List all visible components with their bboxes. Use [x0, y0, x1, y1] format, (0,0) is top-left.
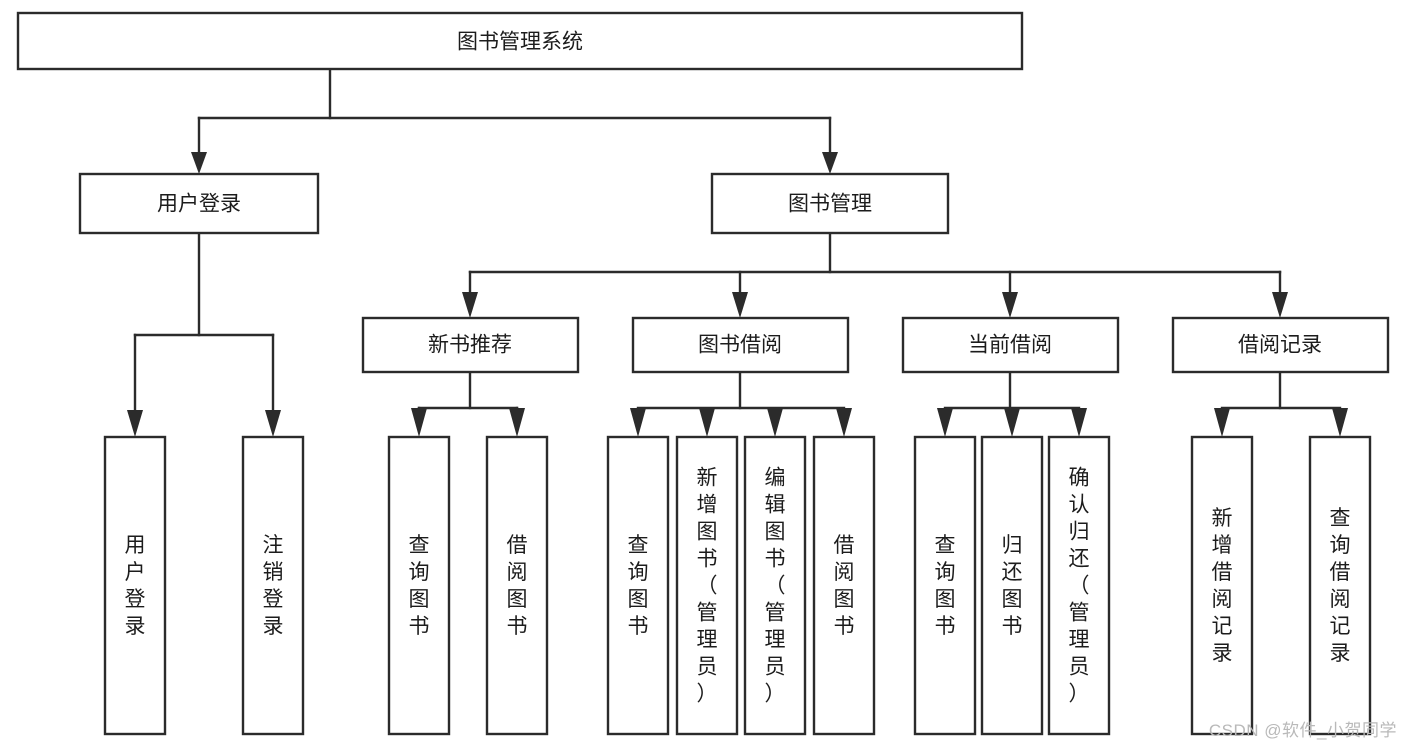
node-leaf-query-book-1[interactable]: 查询图书 — [387, 435, 451, 736]
node-leaf-user-login-label: 用户登录 — [125, 534, 146, 638]
node-root-label: 图书管理系统 — [457, 31, 583, 54]
node-book-manage-label: 图书管理 — [788, 193, 872, 216]
node-leaf-add-record[interactable]: 新增借阅记录 — [1190, 435, 1254, 736]
connector-group-current-borrow — [937, 370, 1087, 437]
node-leaf-query-record-label: 查询借阅记录 — [1330, 507, 1351, 665]
connector-group-book-borrow — [630, 370, 852, 437]
node-leaf-add-book-box[interactable] — [675, 435, 739, 736]
node-book-borrow-box[interactable] — [631, 316, 850, 374]
node-new-book-rec[interactable]: 新书推荐 — [361, 316, 580, 374]
node-book-borrow[interactable]: 图书借阅 — [631, 316, 850, 374]
leaf-node-layer: 用户登录 注销登录 查询图书 借阅图书 查询图书 新增图书（管理员） 编辑图书（管理员） 借阅… — [103, 435, 1372, 736]
node-current-borrow-box[interactable] — [901, 316, 1120, 374]
node-leaf-query-book-3-box[interactable] — [913, 435, 977, 736]
node-new-book-rec-box[interactable] — [361, 316, 580, 374]
arrow-head-leaf-add-book — [699, 408, 715, 437]
node-root-box[interactable] — [16, 11, 1024, 71]
node-leaf-borrow-book-1-label: 借阅图书 — [507, 534, 528, 638]
arrow-head-leaf-query-book-3 — [937, 408, 953, 437]
connector-group-root — [191, 67, 838, 174]
node-leaf-query-book-3[interactable]: 查询图书 — [913, 435, 977, 736]
node-leaf-add-record-label: 新增借阅记录 — [1212, 507, 1233, 665]
connector-group-borrow-record — [1214, 370, 1348, 437]
node-user-login-label: 用户登录 — [157, 193, 241, 216]
node-new-book-rec-label: 新书推荐 — [428, 334, 512, 357]
node-leaf-return-book[interactable]: 归还图书 — [980, 435, 1044, 736]
node-leaf-query-book-2-label: 查询图书 — [628, 534, 649, 638]
node-leaf-user-logout[interactable]: 注销登录 — [241, 435, 305, 736]
node-leaf-query-book-3-label: 查询图书 — [935, 534, 956, 638]
arrow-head-leaf-query-book-1 — [411, 408, 427, 437]
node-current-borrow[interactable]: 当前借阅 — [901, 316, 1120, 374]
node-leaf-user-logout-label: 注销登录 — [263, 534, 284, 638]
arrow-head-leaf-confirm-return — [1071, 408, 1087, 437]
arrow-head-book-borrow — [732, 292, 748, 318]
node-user-login[interactable]: 用户登录 — [78, 172, 320, 235]
node-leaf-borrow-book-2[interactable]: 借阅图书 — [812, 435, 876, 736]
node-book-manage-box[interactable] — [710, 172, 950, 235]
arrow-head-book-manage — [822, 152, 838, 174]
arrow-head-leaf-user-login — [127, 410, 143, 437]
connector-group-new-book-rec — [411, 370, 525, 437]
node-leaf-query-book-1-label: 查询图书 — [409, 534, 430, 638]
node-leaf-edit-book[interactable]: 编辑图书（管理员） — [743, 435, 807, 736]
arrow-head-borrow-record — [1272, 292, 1288, 318]
node-leaf-confirm-return-label: 确认归还（管理员） — [1069, 467, 1090, 706]
node-leaf-add-book[interactable]: 新增图书（管理员） — [675, 435, 739, 736]
node-leaf-query-book-2[interactable]: 查询图书 — [606, 435, 670, 736]
arrow-head-leaf-borrow-book-2 — [836, 408, 852, 437]
connector-group-book-manage — [462, 231, 1288, 318]
arrow-head-current-borrow — [1002, 292, 1018, 318]
node-leaf-query-book-2-box[interactable] — [606, 435, 670, 736]
arrow-head-leaf-query-book-2 — [630, 408, 646, 437]
node-leaf-user-logout-box[interactable] — [241, 435, 305, 736]
node-leaf-return-book-box[interactable] — [980, 435, 1044, 736]
node-leaf-confirm-return-box[interactable] — [1047, 435, 1111, 736]
node-borrow-record-box[interactable] — [1171, 316, 1390, 374]
node-borrow-record-label: 借阅记录 — [1238, 334, 1322, 357]
node-leaf-borrow-book-1-box[interactable] — [485, 435, 549, 736]
node-book-manage[interactable]: 图书管理 — [710, 172, 950, 235]
arrow-head-new-book-rec — [462, 292, 478, 318]
node-leaf-borrow-book-2-box[interactable] — [812, 435, 876, 736]
node-current-borrow-label: 当前借阅 — [968, 334, 1052, 357]
node-leaf-query-book-1-box[interactable] — [387, 435, 451, 736]
node-root[interactable]: 图书管理系统 — [16, 11, 1024, 71]
node-user-login-box[interactable] — [78, 172, 320, 235]
node-leaf-add-book-label: 新增图书（管理员） — [697, 467, 718, 706]
node-leaf-return-book-label: 归还图书 — [1002, 534, 1023, 638]
connector-group-user-login — [127, 231, 281, 437]
node-borrow-record[interactable]: 借阅记录 — [1171, 316, 1390, 374]
arrow-head-user-login — [191, 152, 207, 174]
arrow-head-leaf-edit-book — [767, 408, 783, 437]
arrow-head-leaf-add-record — [1214, 408, 1230, 437]
node-leaf-edit-book-box[interactable] — [743, 435, 807, 736]
arrow-head-leaf-user-logout — [265, 410, 281, 437]
node-leaf-borrow-book-1[interactable]: 借阅图书 — [485, 435, 549, 736]
node-leaf-user-login-box[interactable] — [103, 435, 167, 736]
arrow-head-leaf-query-record — [1332, 408, 1348, 437]
node-leaf-add-record-box[interactable] — [1190, 435, 1254, 736]
node-leaf-borrow-book-2-label: 借阅图书 — [834, 534, 855, 638]
node-leaf-query-record-box[interactable] — [1308, 435, 1372, 736]
node-leaf-confirm-return[interactable]: 确认归还（管理员） — [1047, 435, 1111, 736]
node-leaf-edit-book-label: 编辑图书（管理员） — [765, 467, 786, 706]
arrow-head-leaf-return-book — [1004, 408, 1020, 437]
node-leaf-query-record[interactable]: 查询借阅记录 — [1308, 435, 1372, 736]
node-leaf-user-login[interactable]: 用户登录 — [103, 435, 167, 736]
node-book-borrow-label: 图书借阅 — [698, 334, 782, 357]
arrow-head-leaf-borrow-book-1 — [509, 408, 525, 437]
